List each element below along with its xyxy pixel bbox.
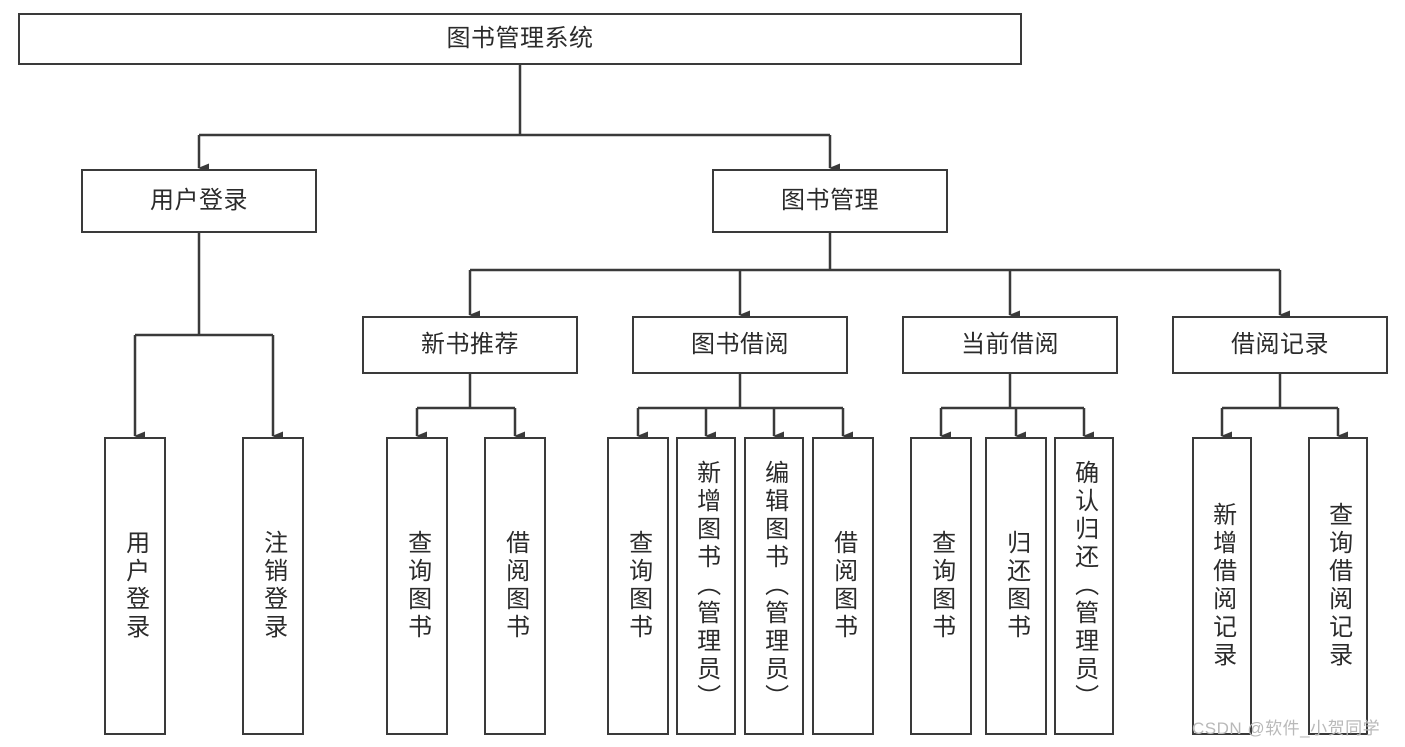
node-leaf-user-login: 用户登录 (104, 437, 166, 735)
node-label: 当前借阅 (961, 330, 1059, 358)
edge-group (133, 65, 1348, 441)
node-label: 新增借阅记录 (1208, 502, 1236, 670)
node-new-book-rec: 新书推荐 (362, 316, 578, 374)
node-label: 用户登录 (121, 530, 149, 642)
node-label: 确认归还（管理员） (1070, 460, 1098, 712)
node-label: 编辑图书（管理员） (760, 460, 788, 712)
node-leaf-rec-borrow-book: 借阅图书 (484, 437, 546, 735)
node-leaf-cur-return-book: 归还图书 (985, 437, 1047, 735)
node-leaf-cur-confirm-return: 确认归还（管理员） (1054, 437, 1114, 735)
node-label: 借阅记录 (1231, 330, 1329, 358)
node-label: 查询图书 (403, 530, 431, 642)
node-label: 借阅图书 (829, 530, 857, 642)
node-current-borrow: 当前借阅 (902, 316, 1118, 374)
node-root: 图书管理系统 (18, 13, 1022, 65)
node-leaf-borrow-borrow-book: 借阅图书 (812, 437, 874, 735)
node-user-login: 用户登录 (81, 169, 317, 233)
node-borrow-record: 借阅记录 (1172, 316, 1388, 374)
node-label: 归还图书 (1002, 530, 1030, 642)
node-leaf-rec-query-book: 查询图书 (386, 437, 448, 735)
node-book-borrow: 图书借阅 (632, 316, 848, 374)
node-label: 新书推荐 (421, 330, 519, 358)
node-label: 图书管理 (781, 186, 879, 214)
node-leaf-cur-query-book: 查询图书 (910, 437, 972, 735)
node-leaf-borrow-edit-book: 编辑图书（管理员） (744, 437, 804, 735)
node-label: 注销登录 (259, 530, 287, 642)
node-leaf-borrow-query-book: 查询图书 (607, 437, 669, 735)
node-label: 图书借阅 (691, 330, 789, 358)
node-label: 查询借阅记录 (1324, 502, 1352, 670)
node-book-manage: 图书管理 (712, 169, 948, 233)
node-leaf-rec-query-record: 查询借阅记录 (1308, 437, 1368, 735)
node-leaf-rec-add-record: 新增借阅记录 (1192, 437, 1252, 735)
node-leaf-borrow-add-book: 新增图书（管理员） (676, 437, 736, 735)
node-label: 借阅图书 (501, 530, 529, 642)
node-label: 新增图书（管理员） (692, 460, 720, 712)
watermark-text: CSDN @软件_小贺同学 (1192, 719, 1381, 738)
node-label: 图书管理系统 (446, 24, 594, 52)
node-label: 查询图书 (927, 530, 955, 642)
node-leaf-user-logout: 注销登录 (242, 437, 304, 735)
node-label: 查询图书 (624, 530, 652, 642)
node-label: 用户登录 (150, 186, 248, 214)
